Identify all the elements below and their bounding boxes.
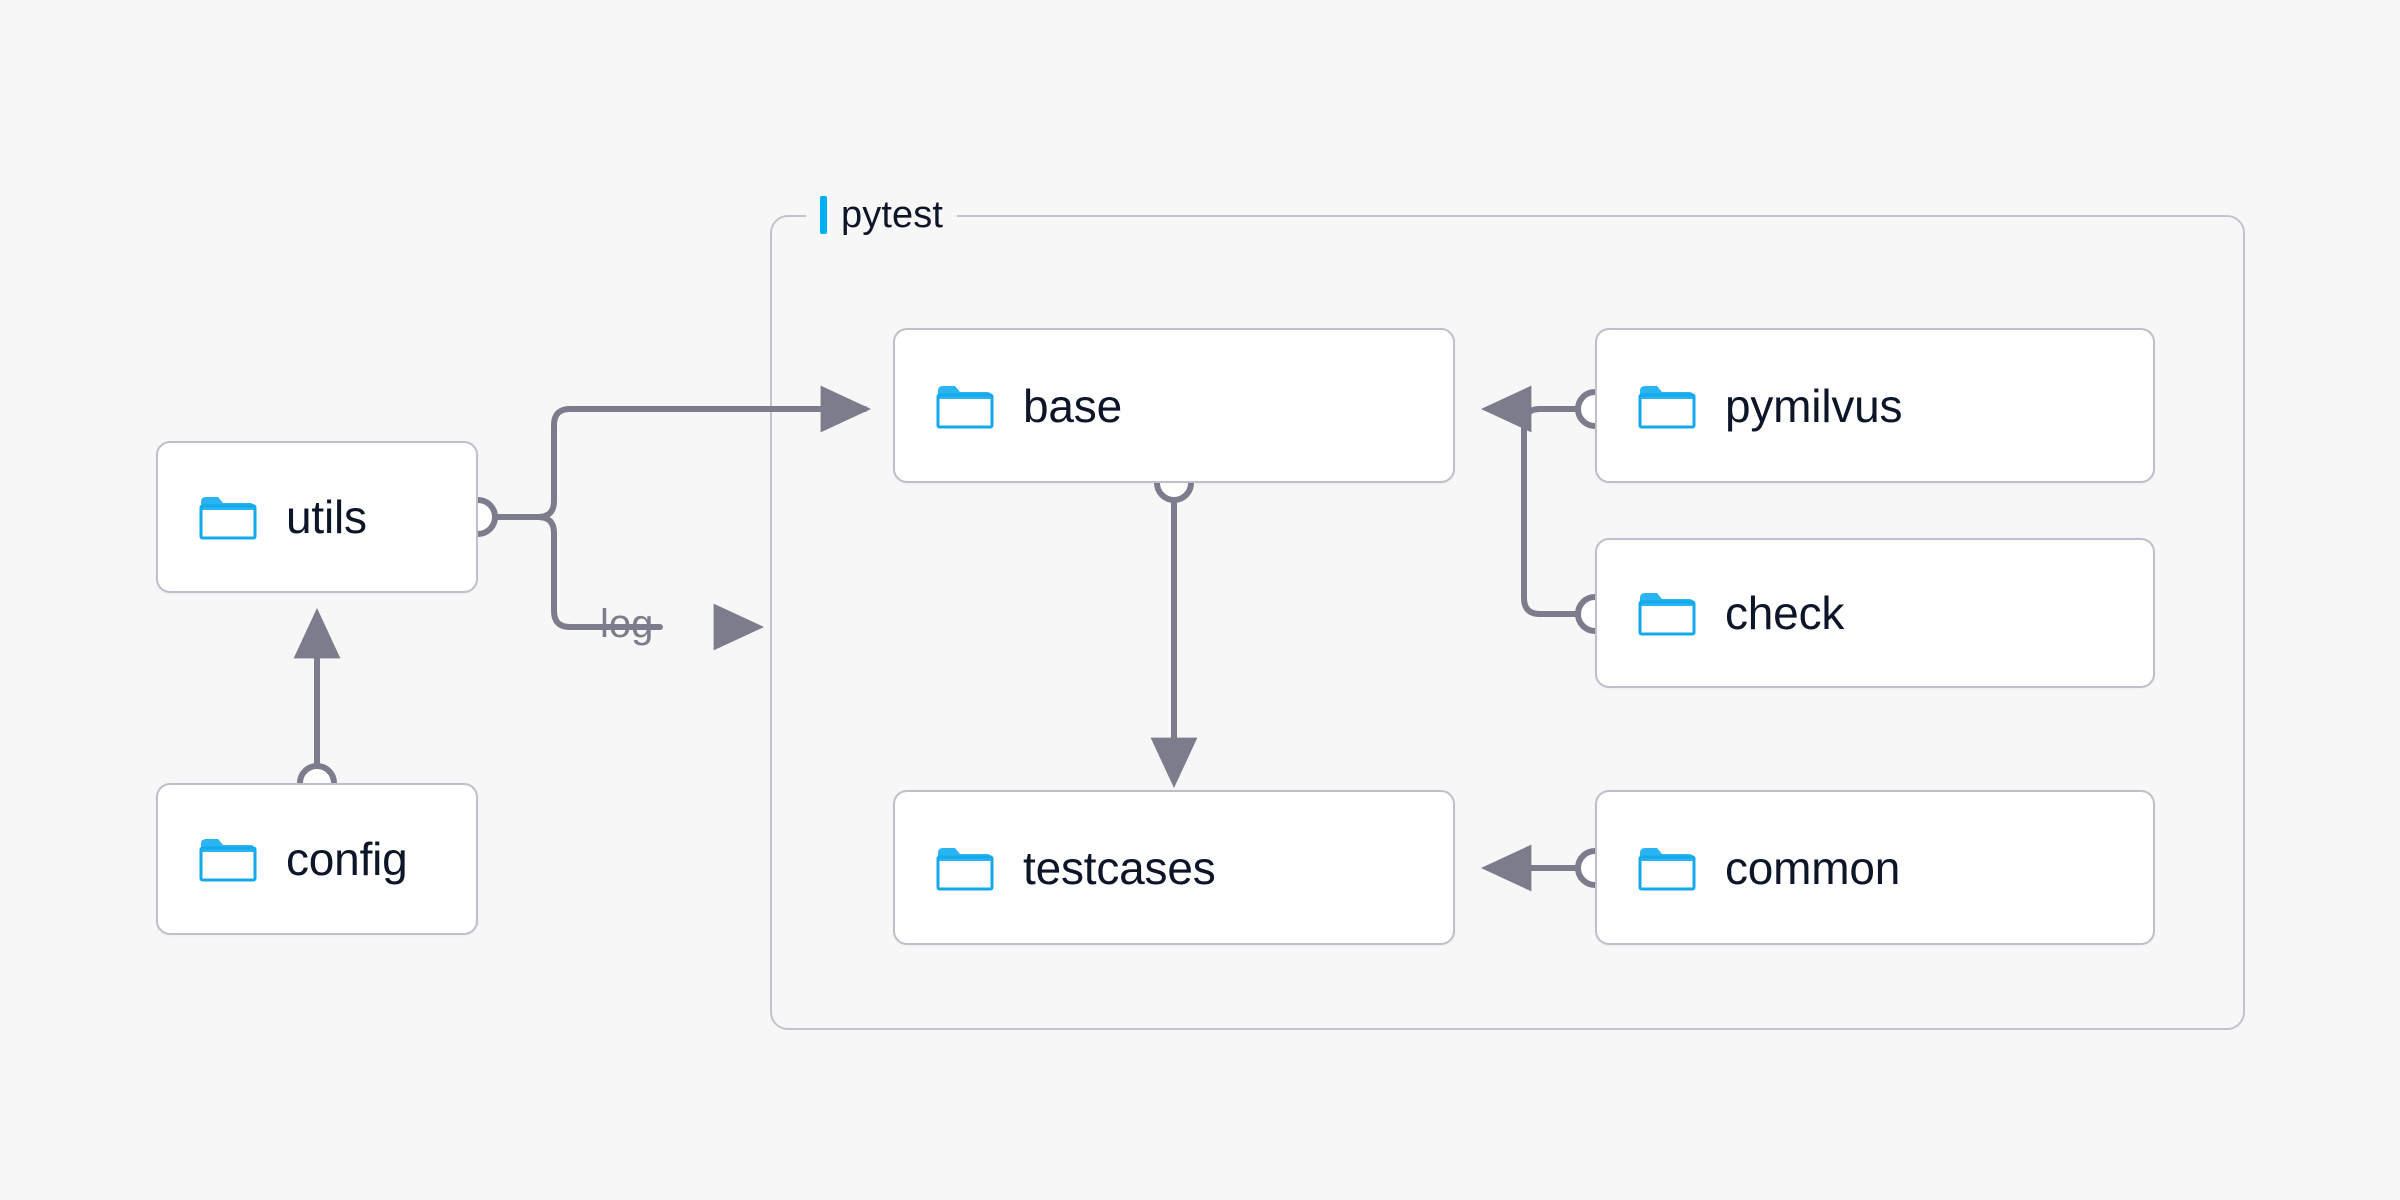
node-label: check [1725,587,1845,639]
node-config[interactable]: config [156,783,478,935]
node-common[interactable]: common [1595,790,2155,945]
folder-icon [1638,593,1696,636]
node-base[interactable]: base [893,328,1455,483]
group-label-pytest: pytest [806,191,957,239]
group-container-pytest [770,215,2245,1030]
node-pymilvus[interactable]: pymilvus [1595,328,2155,483]
group-title: pytest [841,193,943,236]
node-utils[interactable]: utils [156,441,478,593]
accent-bar-icon [820,196,827,234]
node-label: base [1023,379,1122,432]
node-label: common [1725,841,1901,894]
folder-icon [199,839,257,882]
node-label: testcases [1023,841,1216,894]
edge-label-log: log [600,602,654,646]
folder-icon [1638,385,1696,428]
edge-config-to-utils [293,608,341,803]
folder-icon [199,497,257,540]
folder-icon [936,385,994,428]
node-label: pymilvus [1725,379,1903,432]
node-check[interactable]: check [1595,538,2155,688]
folder-icon [936,847,994,890]
folder-icon [1638,847,1696,890]
node-label: config [286,833,408,885]
node-testcases[interactable]: testcases [893,790,1455,945]
node-label: utils [286,491,367,543]
